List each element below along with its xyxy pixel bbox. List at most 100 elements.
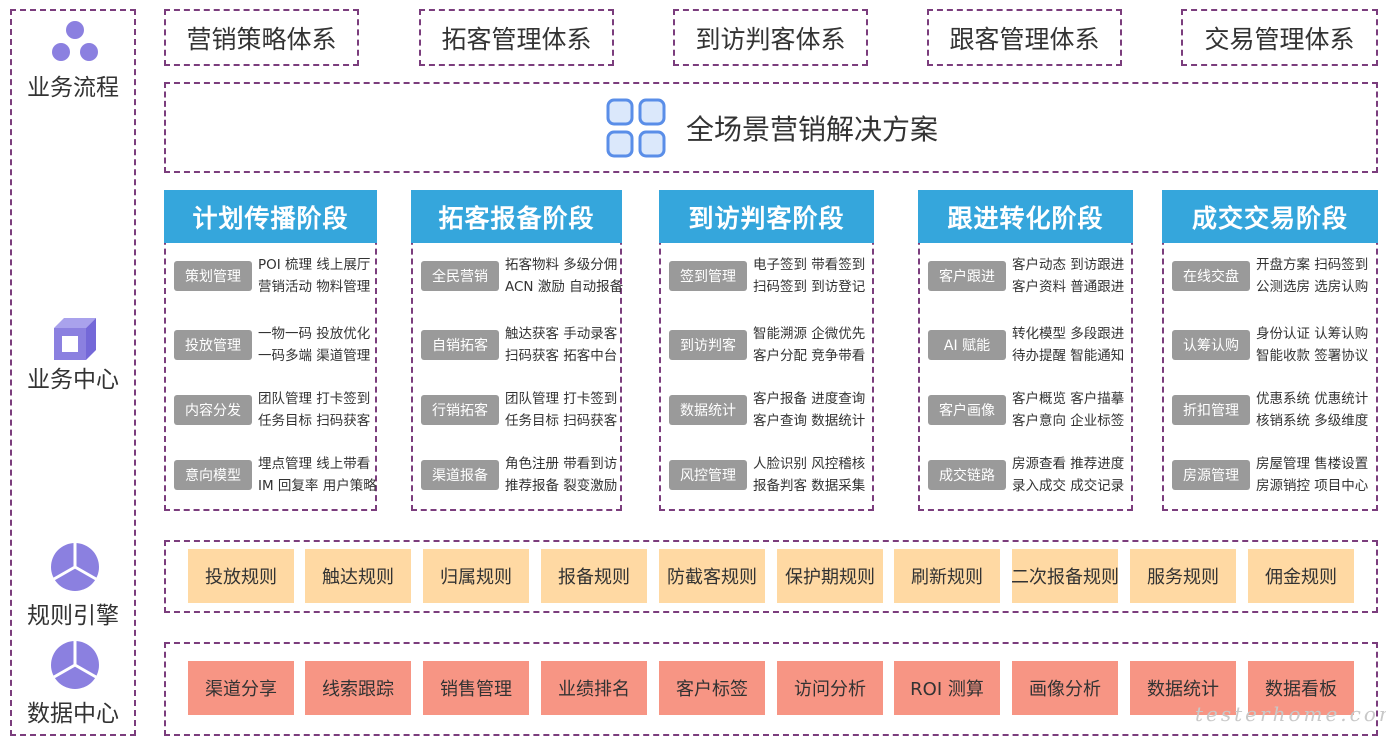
process-flow-icon: [52, 21, 98, 61]
sidebar-data-label: 数据中心: [27, 701, 119, 727]
stage-item-tag: 客户跟进: [928, 261, 1006, 291]
stage-item-tag: 折扣管理: [1172, 395, 1250, 425]
rule-cell: 刷新规则: [894, 549, 1000, 603]
stage-item-desc: 团队管理 打卡签到任务目标 扫码获客: [505, 391, 618, 429]
sidebar-rules-label: 规则引擎: [27, 603, 119, 629]
system-box: 到访判客体系: [673, 9, 868, 66]
stage-panel: 策划管理 POI 梳理 线上展厅营销活动 物料管理 投放管理 一物一码 投放优化…: [164, 219, 377, 511]
stage-item-tag: 在线交盘: [1172, 261, 1250, 291]
stage-item-desc: 人脸识别 风控稽核报备判客 数据采集: [753, 456, 866, 494]
stage-item: 认筹认购 身份认证 认筹认购智能收款 签署协议: [1172, 323, 1370, 367]
stage-item-tag: 房源管理: [1172, 460, 1250, 490]
system-box: 拓客管理体系: [419, 9, 614, 66]
stage-item-desc: 角色注册 带看到访推荐报备 裂变激励: [505, 456, 618, 494]
data-cell: 数据看板: [1248, 661, 1354, 715]
stage-item-desc: 一物一码 投放优化一码多端 渠道管理: [258, 326, 371, 364]
stage-item-desc: 团队管理 打卡签到任务目标 扫码获客: [258, 391, 371, 429]
stage-item-tag: 成交链路: [928, 460, 1006, 490]
stage-title: 成交交易阶段: [1162, 190, 1378, 243]
stage-item-tag: 数据统计: [669, 395, 747, 425]
stage-item: 到访判客 智能溯源 企微优先客户分配 竞争带看: [669, 323, 866, 367]
stage-item-desc: 优惠系统 优惠统计核销系统 多级维度: [1256, 391, 1369, 429]
stage-item-desc: POI 梳理 线上展厅营销活动 物料管理: [258, 257, 371, 295]
stage-item: 签到管理 电子签到 带看签到扫码签到 到访登记: [669, 254, 866, 298]
stage-item: 风控管理 人脸识别 风控稽核报备判客 数据采集: [669, 453, 866, 497]
stage-panel: 签到管理 电子签到 带看签到扫码签到 到访登记 到访判客 智能溯源 企微优先客户…: [659, 219, 874, 511]
stage-item-desc: 智能溯源 企微优先客户分配 竞争带看: [753, 326, 866, 364]
stage-item-desc: 客户动态 到访跟进客户资料 普通跟进: [1012, 257, 1125, 295]
stage-item: 房源管理 房屋管理 售楼设置房源销控 项目中心: [1172, 453, 1370, 497]
stage-item-tag: 客户画像: [928, 395, 1006, 425]
data-cell: 访问分析: [777, 661, 883, 715]
system-box: 交易管理体系: [1181, 9, 1378, 66]
stage-item: AI 赋能 转化模型 多段跟进待办提醒 智能通知: [928, 323, 1125, 367]
stage-item-desc: 转化模型 多段跟进待办提醒 智能通知: [1012, 326, 1125, 364]
rule-cell: 报备规则: [541, 549, 647, 603]
stage-item-desc: 身份认证 认筹认购智能收款 签署协议: [1256, 326, 1369, 364]
stage-item-tag: 投放管理: [174, 330, 252, 360]
stage-item: 策划管理 POI 梳理 线上展厅营销活动 物料管理: [174, 254, 371, 298]
stage-item: 自销拓客 触达获客 手动录客扫码获客 拓客中台: [421, 323, 618, 367]
stage-item: 投放管理 一物一码 投放优化一码多端 渠道管理: [174, 323, 371, 367]
stage-panel: 客户跟进 客户动态 到访跟进客户资料 普通跟进 AI 赋能 转化模型 多段跟进待…: [918, 219, 1133, 511]
stage-title: 拓客报备阶段: [411, 190, 622, 243]
stage-item-tag: 行销拓客: [421, 395, 499, 425]
stage-item: 数据统计 客户报备 进度查询客户查询 数据统计: [669, 388, 866, 432]
data-cell: 线索跟踪: [305, 661, 411, 715]
stage-title: 计划传播阶段: [164, 190, 377, 243]
stage-item-desc: 房屋管理 售楼设置房源销控 项目中心: [1256, 456, 1369, 494]
stage-item-tag: 内容分发: [174, 395, 252, 425]
data-cell: ROI 测算: [894, 661, 1000, 715]
stage-item: 内容分发 团队管理 打卡签到任务目标 扫码获客: [174, 388, 371, 432]
stage-item-desc: 电子签到 带看签到扫码签到 到访登记: [753, 257, 866, 295]
stage-panel: 在线交盘 开盘方案 扫码签到公测选房 选房认购 认筹认购 身份认证 认筹认购智能…: [1162, 219, 1378, 511]
rule-cell: 服务规则: [1130, 549, 1236, 603]
stage-item-tag: 全民营销: [421, 261, 499, 291]
system-box: 营销策略体系: [164, 9, 359, 66]
stage-item-desc: 客户报备 进度查询客户查询 数据统计: [753, 391, 866, 429]
data-cell: 业绩排名: [541, 661, 647, 715]
stage-item-desc: 客户概览 客户描摹客户意向 企业标签: [1012, 391, 1125, 429]
rule-cell: 保护期规则: [777, 549, 883, 603]
stage-item: 客户画像 客户概览 客户描摹客户意向 企业标签: [928, 388, 1125, 432]
stage-item-desc: 开盘方案 扫码签到公测选房 选房认购: [1256, 257, 1369, 295]
data-cell: 数据统计: [1130, 661, 1236, 715]
banner-title: 全场景营销解决方案: [685, 112, 938, 146]
cube-icon: [54, 318, 96, 360]
stage-item-tag: 意向模型: [174, 460, 252, 490]
stage-item-tag: 渠道报备: [421, 460, 499, 490]
stage-item: 在线交盘 开盘方案 扫码签到公测选房 选房认购: [1172, 254, 1370, 298]
stage-item: 成交链路 房源查看 推荐进度录入成交 成交记录: [928, 453, 1125, 497]
pie-icon: [51, 543, 99, 591]
rule-cell: 触达规则: [305, 549, 411, 603]
watermark: testerhome.com: [1195, 702, 1386, 726]
rule-cell: 归属规则: [423, 549, 529, 603]
pie-icon: [51, 641, 99, 689]
stage-item: 渠道报备 角色注册 带看到访推荐报备 裂变激励: [421, 453, 618, 497]
stage-item-desc: 触达获客 手动录客扫码获客 拓客中台: [505, 326, 618, 364]
sidebar-center-label: 业务中心: [27, 367, 119, 393]
stage-item-desc: 房源查看 推荐进度录入成交 成交记录: [1012, 456, 1125, 494]
stage-item-tag: 认筹认购: [1172, 330, 1250, 360]
stage-title: 到访判客阶段: [659, 190, 874, 243]
stage-title: 跟进转化阶段: [918, 190, 1133, 243]
data-cell: 渠道分享: [188, 661, 294, 715]
rule-cell: 佣金规则: [1248, 549, 1354, 603]
rule-cell: 二次报备规则: [1011, 549, 1119, 603]
sidebar-center: 业务中心: [10, 316, 136, 396]
data-cell: 画像分析: [1012, 661, 1118, 715]
stage-item: 行销拓客 团队管理 打卡签到任务目标 扫码获客: [421, 388, 618, 432]
stage-item-tag: 策划管理: [174, 261, 252, 291]
sidebar-rules: 规则引擎: [10, 542, 136, 629]
stage-item-tag: 风控管理: [669, 460, 747, 490]
data-cell: 销售管理: [423, 661, 529, 715]
windows-logo-icon: [606, 98, 666, 157]
system-box: 跟客管理体系: [927, 9, 1122, 66]
rule-cell: 投放规则: [188, 549, 294, 603]
rule-cell: 防截客规则: [659, 549, 765, 603]
